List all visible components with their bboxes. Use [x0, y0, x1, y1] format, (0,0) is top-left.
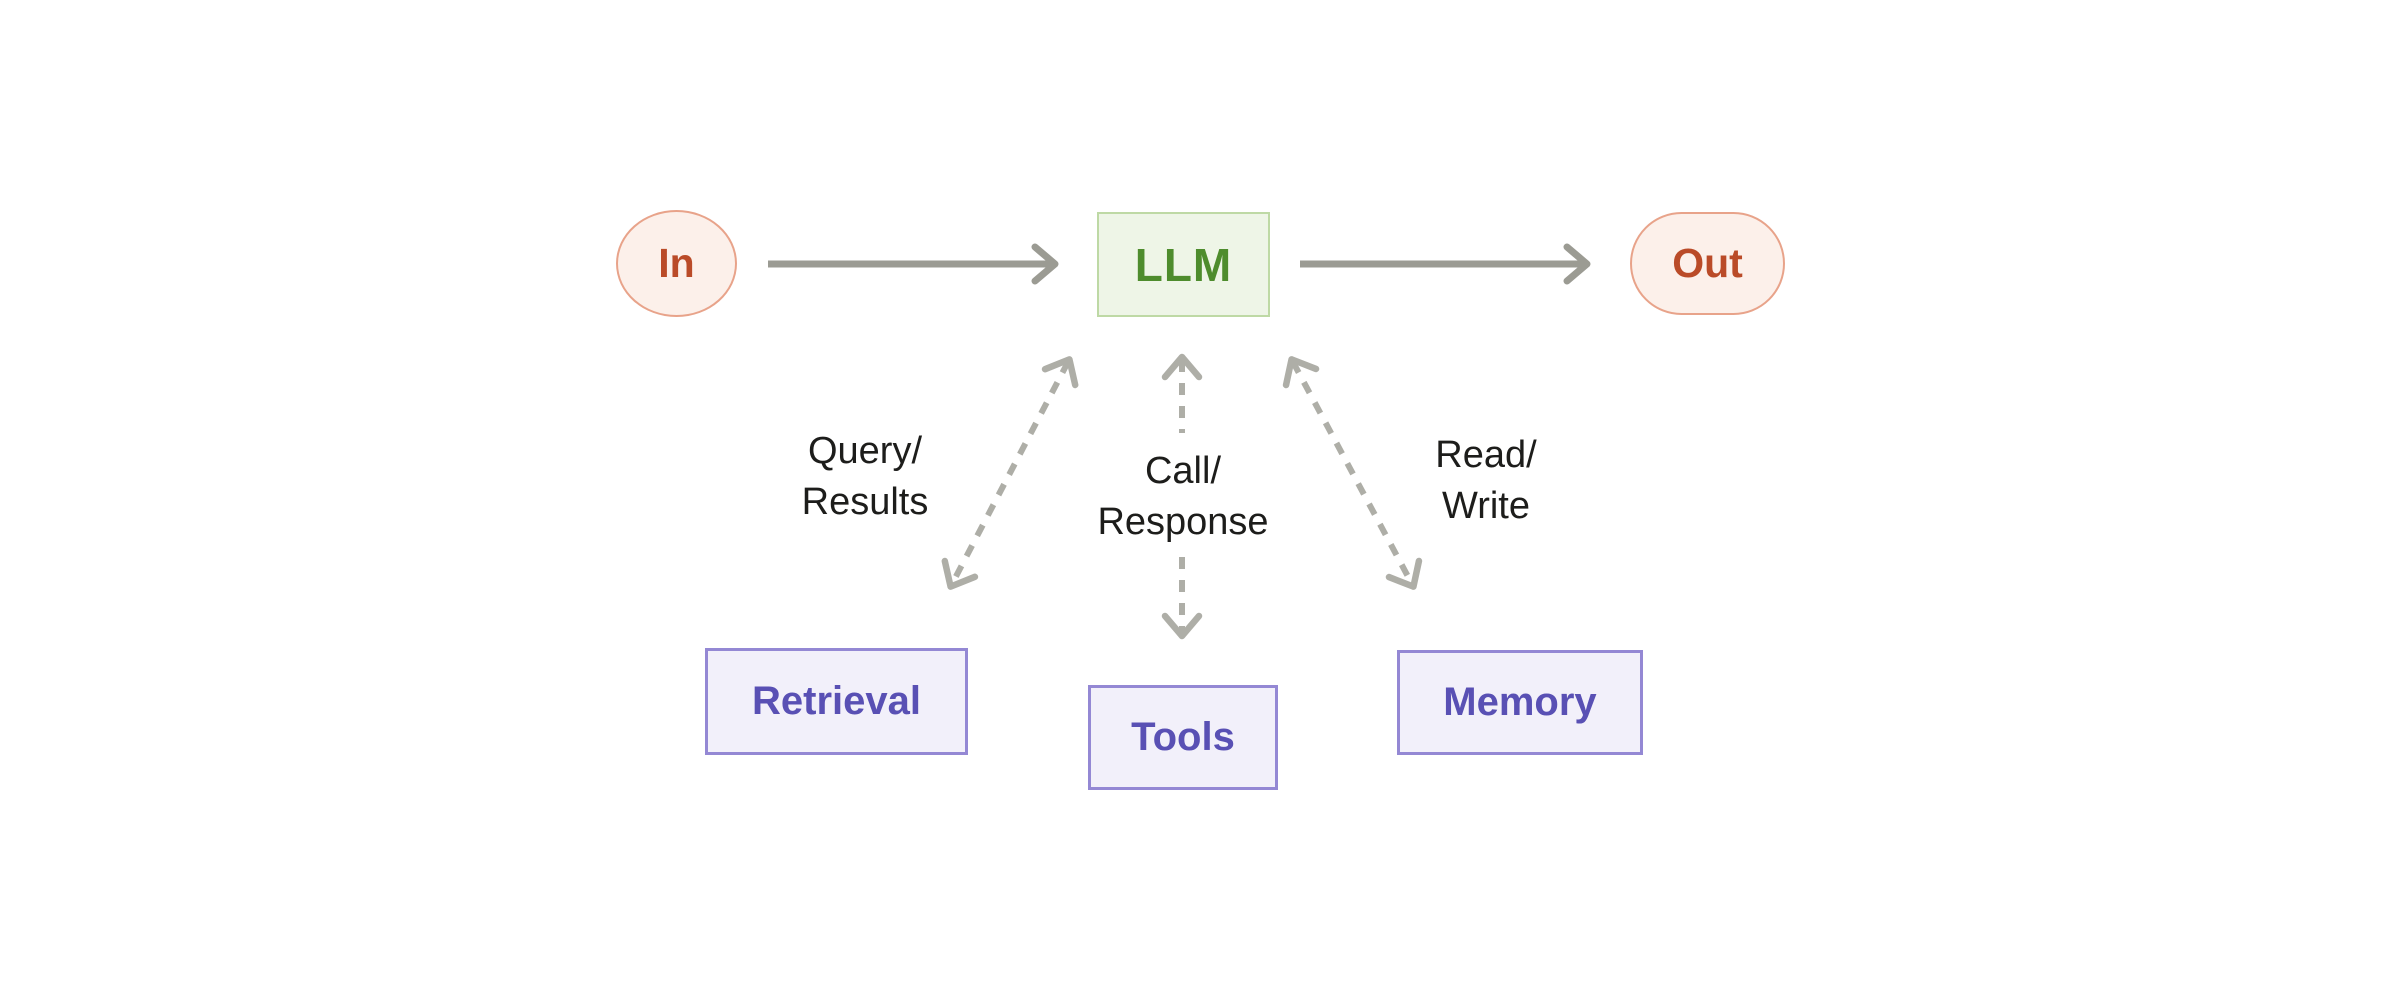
node-retrieval-label: Retrieval [752, 679, 921, 723]
arrow-llm-retrieval [941, 356, 1079, 590]
node-memory: Memory [1397, 650, 1643, 755]
edge-label-call-response: Call/ Response [1097, 450, 1269, 543]
node-retrieval: Retrieval [705, 648, 968, 755]
node-llm-label: LLM [1134, 238, 1233, 291]
edge-label-query-results: Query/ Results [801, 430, 929, 523]
node-tools-label: Tools [1131, 715, 1235, 759]
node-out-label: Out [1672, 240, 1743, 286]
edge-label-read-write: Read/ Write [1435, 434, 1537, 527]
node-in: In [616, 210, 737, 317]
arrow-llm-memory [1282, 356, 1423, 590]
node-memory-label: Memory [1443, 680, 1597, 724]
node-tools: Tools [1088, 685, 1278, 790]
node-llm: LLM [1097, 212, 1270, 317]
node-out: Out [1630, 212, 1785, 315]
node-in-label: In [658, 240, 695, 286]
